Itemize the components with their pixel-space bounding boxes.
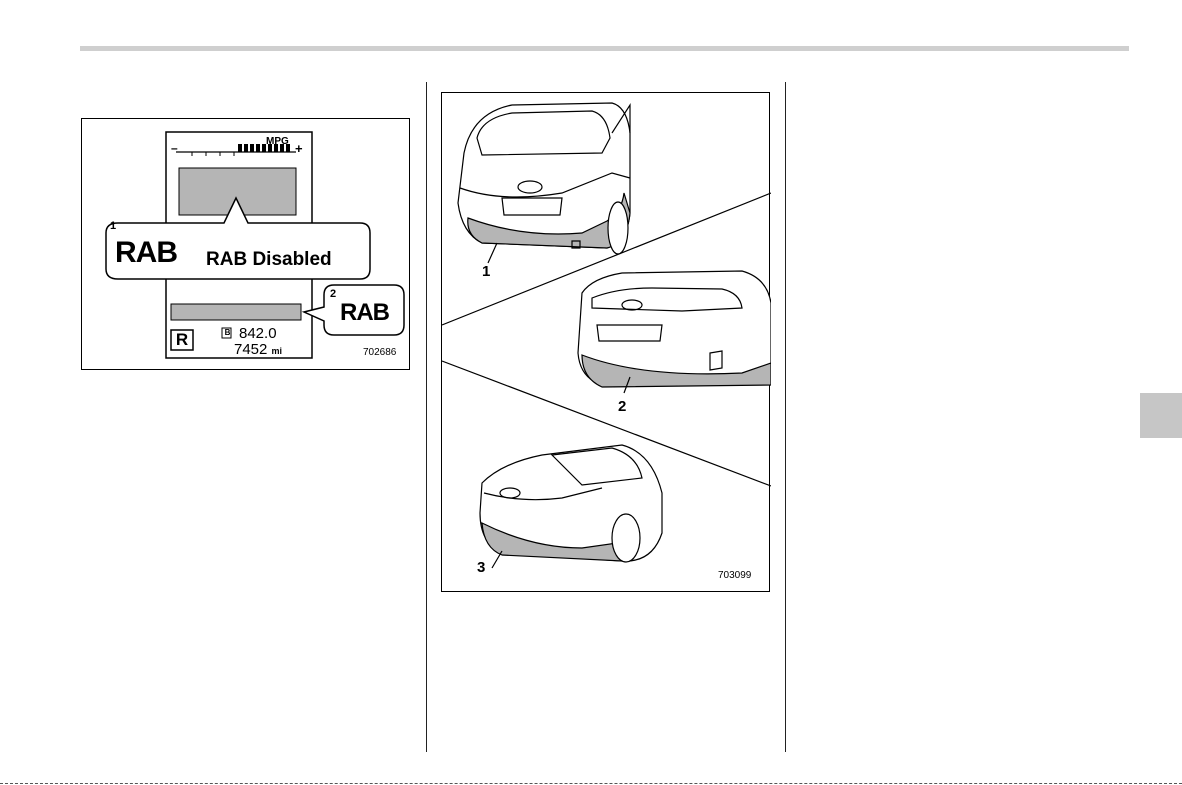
vehicle-3-label: 3 bbox=[477, 559, 485, 576]
odometer-unit: mi bbox=[272, 346, 283, 356]
figure-sensor-locations: 1 2 3 703099 bbox=[441, 92, 770, 592]
vehicle-1 bbox=[458, 103, 630, 263]
gauge-plus: + bbox=[295, 141, 303, 156]
odometer-value: 7452 bbox=[234, 341, 267, 358]
gauge-minus: – bbox=[171, 141, 178, 155]
column-divider-left bbox=[426, 82, 427, 752]
gear-indicator: R bbox=[172, 330, 192, 350]
callout1-number: 1 bbox=[110, 220, 116, 232]
vehicle-3 bbox=[480, 445, 662, 568]
callout1-abbrev: RAB bbox=[115, 236, 177, 270]
vehicles-illustration bbox=[442, 93, 771, 593]
figure-cluster-display: MPG – + 1 RAB RAB Disabled 2 RAB R B 842… bbox=[81, 118, 410, 370]
vehicle-1-label: 1 bbox=[482, 263, 490, 280]
top-rule bbox=[80, 46, 1129, 51]
rab-indicator-bar bbox=[171, 304, 301, 320]
trip-indicator: B bbox=[223, 328, 232, 337]
callout2-abbrev: RAB bbox=[340, 299, 389, 327]
vehicle-2-label: 2 bbox=[618, 398, 626, 415]
odometer: 7452 mi bbox=[234, 341, 282, 358]
column-divider-right bbox=[785, 82, 786, 752]
vehicle-2 bbox=[578, 271, 771, 393]
section-tab bbox=[1140, 393, 1182, 438]
figure1-code: 702686 bbox=[363, 347, 396, 358]
figure2-code: 703099 bbox=[718, 570, 751, 581]
callout2-number: 2 bbox=[330, 288, 336, 300]
callout1-text: RAB Disabled bbox=[206, 249, 332, 271]
gauge-label: MPG bbox=[266, 136, 289, 147]
trip-value: 842.0 bbox=[239, 325, 277, 342]
